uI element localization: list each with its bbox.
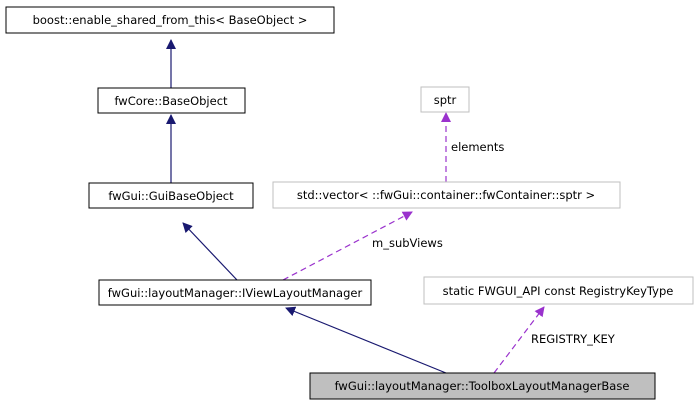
edge-label-registry-key: REGISTRY_KEY — [531, 332, 616, 346]
node-toolbox-layout-manager-base[interactable]: fwGui::layoutManager::ToolboxLayoutManag… — [309, 372, 656, 400]
edge-label-elements: elements — [451, 140, 504, 154]
edge-toolbox-to-iview — [285, 306, 447, 374]
node-label: fwGui::layoutManager::ToolboxLayoutManag… — [335, 379, 630, 393]
edge-label-m-subviews: m_subViews — [372, 236, 443, 250]
node-iview-layout-manager[interactable]: fwGui::layoutManager::IViewLayoutManager — [98, 279, 372, 306]
node-label: fwGui::layoutManager::IViewLayoutManager — [108, 286, 363, 300]
node-vector-container[interactable]: std::vector< ::fwGui::container::fwConta… — [272, 181, 621, 209]
node-label: boost::enable_shared_from_this< BaseObje… — [33, 13, 308, 27]
node-label: sptr — [434, 93, 457, 107]
edge-iview-to-guibaseobject — [182, 222, 238, 281]
edge-iview-to-vector — [282, 211, 413, 281]
node-label: std::vector< ::fwGui::container::fwConta… — [297, 188, 595, 202]
edge-toolbox-to-registry — [493, 306, 545, 374]
node-gui-base-object[interactable]: fwGui::GuiBaseObject — [88, 182, 254, 209]
node-enable-shared-from-this[interactable]: boost::enable_shared_from_this< BaseObje… — [5, 6, 335, 34]
node-registry-key-type[interactable]: static FWGUI_API const RegistryKeyType — [423, 276, 694, 305]
node-sptr[interactable]: sptr — [420, 86, 470, 113]
node-label: fwCore::BaseObject — [114, 94, 228, 108]
node-label: fwGui::GuiBaseObject — [108, 189, 234, 203]
node-label: static FWGUI_API const RegistryKeyType — [443, 284, 674, 298]
node-base-object[interactable]: fwCore::BaseObject — [97, 87, 246, 114]
